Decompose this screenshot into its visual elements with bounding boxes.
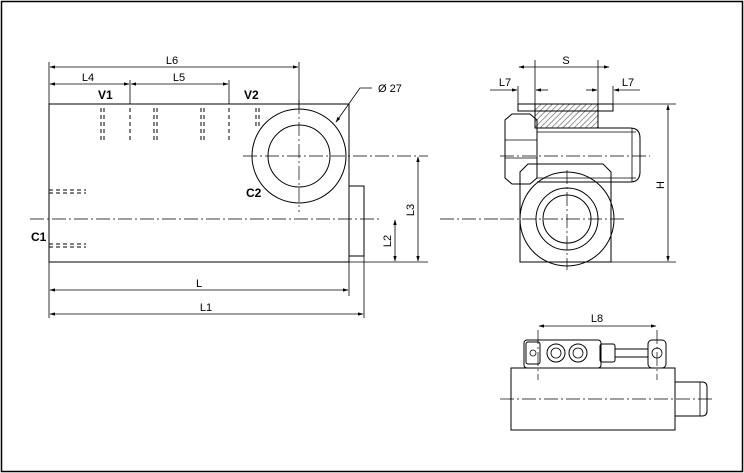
fitting-left-nut [525, 341, 541, 365]
port-c2-label: C2 [246, 186, 262, 200]
side-top-block-hatch [534, 103, 599, 129]
dim-l6-label: L6 [166, 55, 178, 67]
left-nut-hole [529, 349, 537, 357]
diameter-leader [335, 87, 372, 123]
top-fitting-block [523, 339, 602, 369]
side-bolt-head [504, 113, 538, 185]
dim-l1-label: L1 [200, 302, 212, 314]
side-bolt-shaft [537, 127, 641, 183]
dim-l7-right-label: L7 [622, 77, 634, 89]
dim-l8-label: L8 [591, 313, 603, 325]
dim-l5-label: L5 [173, 72, 185, 84]
fitting-port-inner [550, 347, 562, 359]
side-top-plate [517, 103, 614, 112]
fitting-port [546, 343, 566, 363]
side-body [519, 163, 612, 263]
port-v1-label: V1 [98, 88, 113, 102]
diameter-label: Ø 27 [378, 83, 402, 95]
front-body [48, 103, 350, 263]
dim-l2-label: L2 [382, 235, 394, 247]
dim-l7-left-label: L7 [499, 77, 511, 89]
port-v2-label: V2 [244, 88, 259, 102]
front-view: L6 L4 L5 V1 V2 Ø 27 C2 C1 L3 L2 L L1 [30, 55, 428, 318]
port-c1-label: C1 [31, 230, 47, 244]
side-view: S L7 L7 H [490, 55, 676, 270]
dim-s-label: S [562, 55, 569, 67]
dim-l-label: L [196, 278, 202, 290]
dim-l3-label: L3 [405, 204, 417, 216]
fitting-port-inner [572, 347, 584, 359]
top-tube-nut [599, 343, 616, 363]
top-view: L8 [500, 313, 715, 431]
front-stub [348, 185, 365, 257]
dim-l4-label: L4 [82, 72, 94, 84]
fitting-port [568, 343, 588, 363]
dim-h-label: H [655, 181, 667, 189]
